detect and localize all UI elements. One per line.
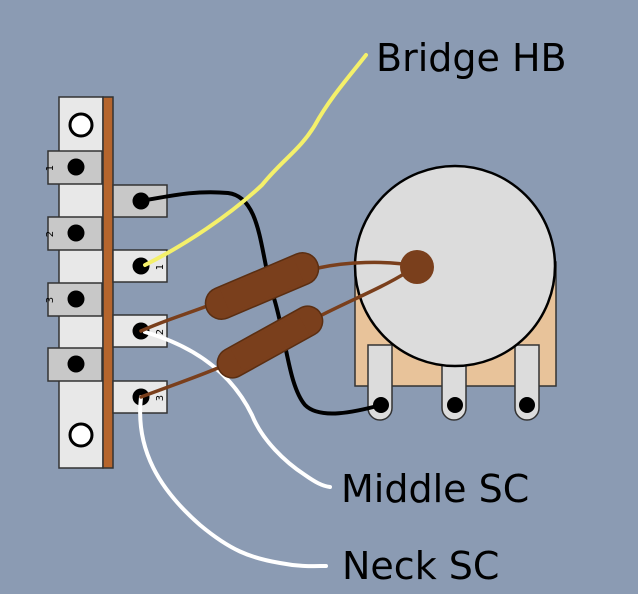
switch-mount-hole-bottom bbox=[68, 422, 94, 448]
resistors bbox=[204, 250, 434, 379]
resistor-top bbox=[204, 252, 320, 320]
switch-mount-hole-top bbox=[68, 112, 94, 138]
middle-sc-label: Middle SC bbox=[341, 467, 530, 511]
pot-lug-hole-middle bbox=[447, 397, 463, 413]
middle-wire bbox=[143, 330, 332, 489]
switch-right-lug-1-number: 1 bbox=[155, 264, 166, 270]
switch-left-lug-3-hole bbox=[67, 290, 85, 308]
pot-wiper-solder-joint bbox=[400, 250, 434, 284]
switch-left-lug-2-hole bbox=[67, 224, 85, 242]
switch-right-lug-1-hole bbox=[132, 257, 150, 275]
resistor-bottom bbox=[216, 305, 324, 379]
switch-right-lug-3-number: 3 bbox=[155, 395, 166, 401]
switch-rail bbox=[102, 96, 114, 469]
bridge-wire bbox=[143, 53, 368, 267]
pot-body bbox=[353, 164, 557, 368]
switch-right-lug-2-number: 2 bbox=[155, 329, 166, 335]
potentiometer bbox=[353, 164, 557, 421]
bridge-hb-label: Bridge HB bbox=[376, 36, 567, 80]
pot-lug-hole-right bbox=[519, 397, 535, 413]
switch-left-lug-1-number: 1 bbox=[45, 165, 56, 171]
neck-wire bbox=[138, 395, 328, 569]
switch: 1 2 3 1 2 3 bbox=[45, 96, 168, 469]
switch-left-lug-3-number: 3 bbox=[45, 297, 56, 303]
neck-sc-label: Neck SC bbox=[342, 544, 500, 588]
switch-left-lug-common-hole bbox=[67, 355, 85, 373]
switch-left-lug-1-hole bbox=[67, 158, 85, 176]
switch-left-lug-2-number: 2 bbox=[45, 231, 56, 237]
resistor-bottom-lead-left bbox=[139, 363, 227, 399]
